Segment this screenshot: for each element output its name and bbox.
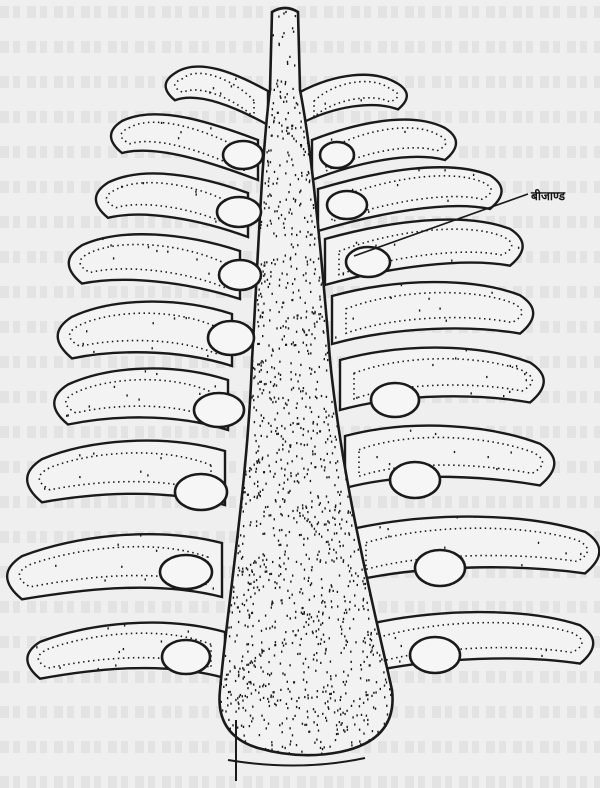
ovule	[217, 197, 261, 227]
lateral-lobe	[345, 426, 554, 488]
ovule	[410, 637, 460, 673]
ovule	[415, 550, 465, 586]
rachis-base-line	[228, 758, 365, 766]
ovule	[160, 555, 212, 589]
ovule	[223, 141, 263, 169]
ovule	[162, 640, 210, 674]
lateral-lobe	[69, 234, 240, 299]
ovule	[208, 321, 254, 355]
ovule	[194, 393, 244, 427]
ovule	[390, 462, 440, 498]
lateral-lobe	[332, 282, 533, 344]
ovule	[320, 142, 354, 168]
lateral-lobe	[352, 517, 599, 581]
ovule	[371, 383, 419, 417]
lateral-lobe	[58, 302, 232, 366]
ovule	[175, 474, 227, 510]
ovule	[327, 191, 367, 219]
ovule	[219, 260, 261, 290]
lateral-lobe	[360, 612, 593, 674]
ovule-label: बीजाण्ड	[531, 187, 565, 204]
